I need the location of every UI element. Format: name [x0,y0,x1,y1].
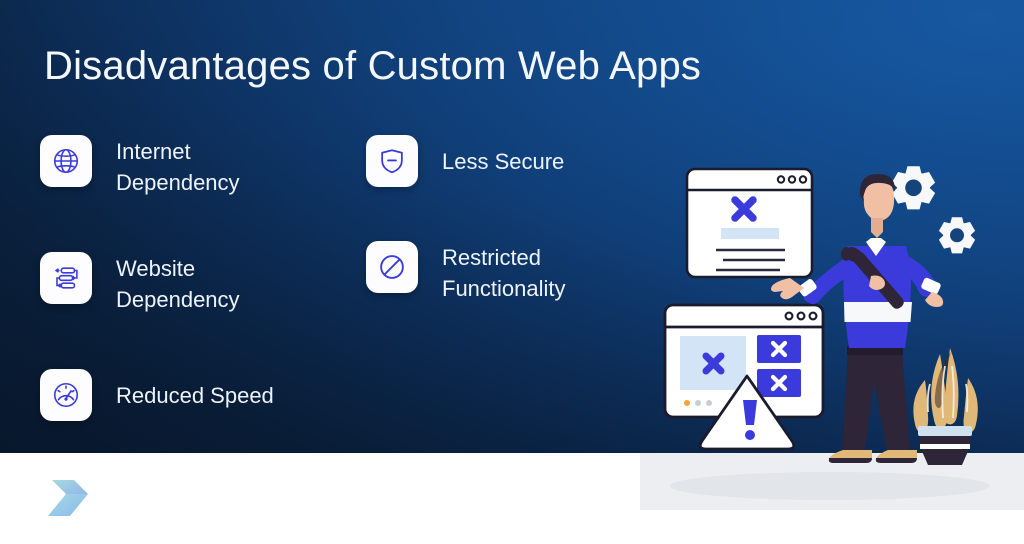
hero-panel [0,0,1024,453]
potted-plant [913,348,978,465]
feature-label: Reduced Speed [116,382,274,408]
feature-item-reduced-speed: Reduced Speed [40,369,360,421]
feature-item-restricted-functionality: Restricted Functionality [366,241,666,304]
globe-icon [40,135,92,187]
feature-label: Restricted Functionality [442,245,566,301]
feature-label: Less Secure [442,148,565,174]
browser-window-bottom [663,303,825,419]
brand-s-logo[interactable] [44,476,92,520]
feature-column-left: Internet Dependency Website Dependency [40,135,360,475]
feature-item-website-dependency: Website Dependency [40,252,360,315]
illustration-developer-with-broken-web-apps [640,150,1024,510]
feature-item-internet-dependency: Internet Dependency [40,135,360,198]
dependency-flow-icon [40,252,92,304]
feature-label: Internet Dependency [116,139,240,195]
feature-label: Website Dependency [116,256,240,312]
page-title: Disadvantages of Custom Web Apps [44,44,702,88]
pagination-dot-active [684,400,690,406]
shield-minus-icon [366,135,418,187]
person-with-wrench [771,174,944,463]
browser-window-top [685,167,814,279]
feature-item-less-secure: Less Secure [366,135,666,187]
prohibition-icon [366,241,418,293]
feature-column-right: Less Secure Restricted Functionality [366,135,666,358]
pagination-dot [695,400,701,406]
pagination-dot [706,400,712,406]
speedometer-icon [40,369,92,421]
warning-triangle [698,374,796,451]
error-x-mark [731,196,757,222]
